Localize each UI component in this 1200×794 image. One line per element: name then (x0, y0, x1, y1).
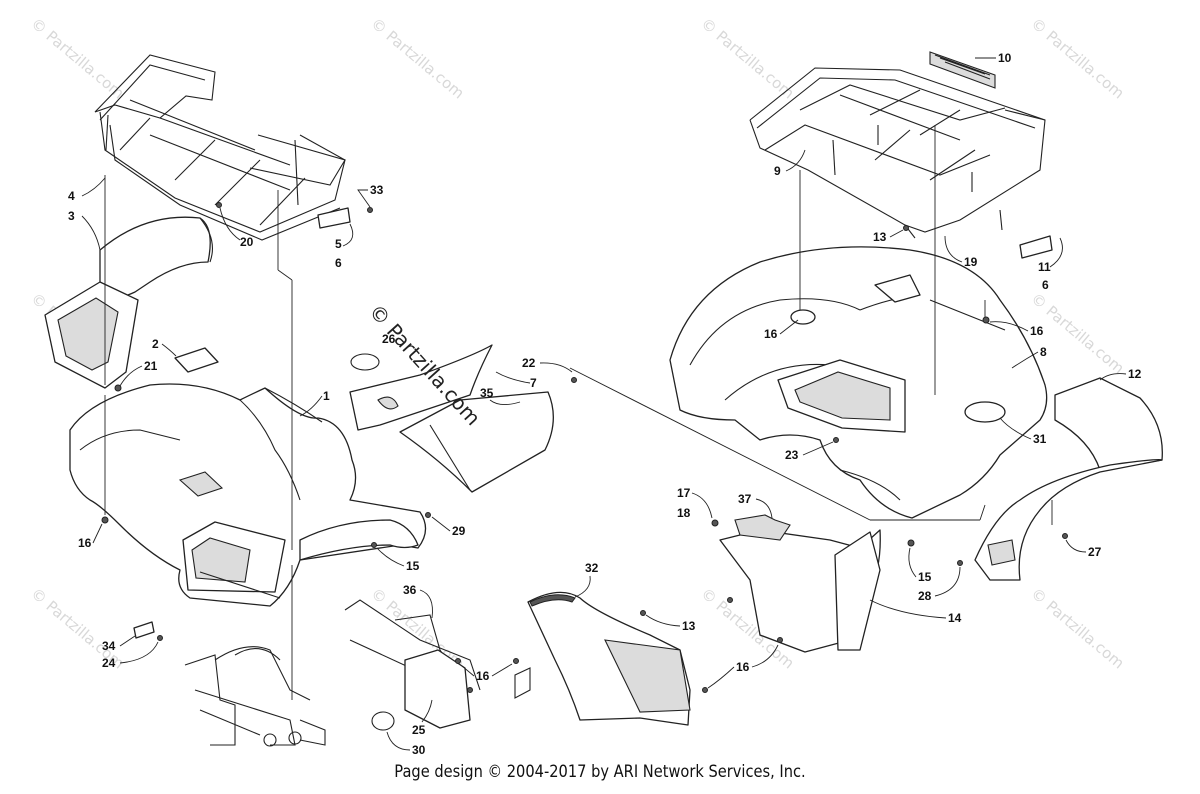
callout-label: 30 (412, 743, 426, 757)
callout-label: 32 (585, 561, 599, 575)
watermark: © Partzilla.com (1027, 584, 1127, 672)
rear-fender-extension (974, 377, 1163, 581)
callout-label: 15 (918, 570, 932, 584)
callout-label: 21 (144, 359, 158, 373)
callout-label: 23 (785, 448, 799, 462)
callout-label: 12 (1128, 367, 1142, 381)
rear-rack (749, 67, 1046, 239)
callout-label: 2 (152, 337, 159, 351)
callouts: 4 3 20 33 5 6 2 21 1 16 29 15 34 24 36 1… (68, 51, 1142, 757)
copyright-footer: Page design © 2004-2017 by ARI Network S… (394, 762, 806, 782)
callout-label: 35 (480, 386, 494, 400)
callout-label: 13 (682, 619, 696, 633)
callout-label: 33 (370, 183, 384, 197)
front-fender (69, 383, 427, 607)
callout-label: 13 (873, 230, 887, 244)
callout-label: 16 (736, 660, 750, 674)
callout-label: 16 (78, 536, 92, 550)
watermark: © Partzilla.com (367, 14, 467, 102)
callout-label: 19 (964, 255, 978, 269)
callout-label: 10 (998, 51, 1012, 65)
callout-label: 18 (677, 506, 691, 520)
watermark: © Partzilla.com (697, 14, 797, 102)
front-fender-extension (44, 216, 213, 389)
footwell-panel-left (527, 591, 691, 726)
callout-label: 25 (412, 723, 426, 737)
callout-label: 31 (1033, 432, 1047, 446)
rear-fender (669, 246, 1048, 519)
mounting-bracket (344, 599, 531, 731)
callout-label: 17 (677, 486, 691, 500)
grip-tube (929, 51, 996, 89)
callout-label: 3 (68, 209, 75, 223)
callout-label: 34 (102, 639, 116, 653)
callout-label: 6 (1042, 278, 1049, 292)
callout-label: 11 (1038, 260, 1051, 274)
callout-label: 5 (335, 237, 342, 251)
callout-label: 6 (335, 256, 342, 270)
footwell-panel-right (719, 514, 881, 653)
callout-label: 16 (764, 327, 778, 341)
callout-label: 1 (323, 389, 330, 403)
callout-label: 15 (406, 559, 420, 573)
callout-label: 37 (738, 492, 752, 506)
callout-label: 36 (403, 583, 417, 597)
callout-label: 9 (774, 164, 781, 178)
callout-label: 14 (948, 611, 962, 625)
watermark: © Partzilla.com (1027, 14, 1127, 102)
frame-bracket (184, 646, 326, 747)
callout-label: 16 (1030, 324, 1044, 338)
callout-label: 20 (240, 235, 254, 249)
hardware (101, 202, 1068, 693)
callout-label: 7 (530, 376, 537, 390)
callout-label: 27 (1088, 545, 1102, 559)
callout-label: 28 (918, 589, 932, 603)
reference-lines-right (569, 125, 1053, 525)
callout-label: 8 (1040, 345, 1047, 359)
callout-label: 22 (522, 356, 536, 370)
callout-label: 29 (452, 524, 466, 538)
callout-label: 16 (476, 669, 490, 683)
callout-label: 26 (382, 332, 396, 346)
reference-lines (104, 175, 293, 700)
front-rack (94, 54, 346, 241)
decal (174, 347, 219, 373)
center-side-panel (349, 344, 554, 493)
watermark: © Partzilla.com (27, 14, 127, 102)
callout-label: 24 (102, 656, 116, 670)
callout-label: 4 (68, 189, 75, 203)
